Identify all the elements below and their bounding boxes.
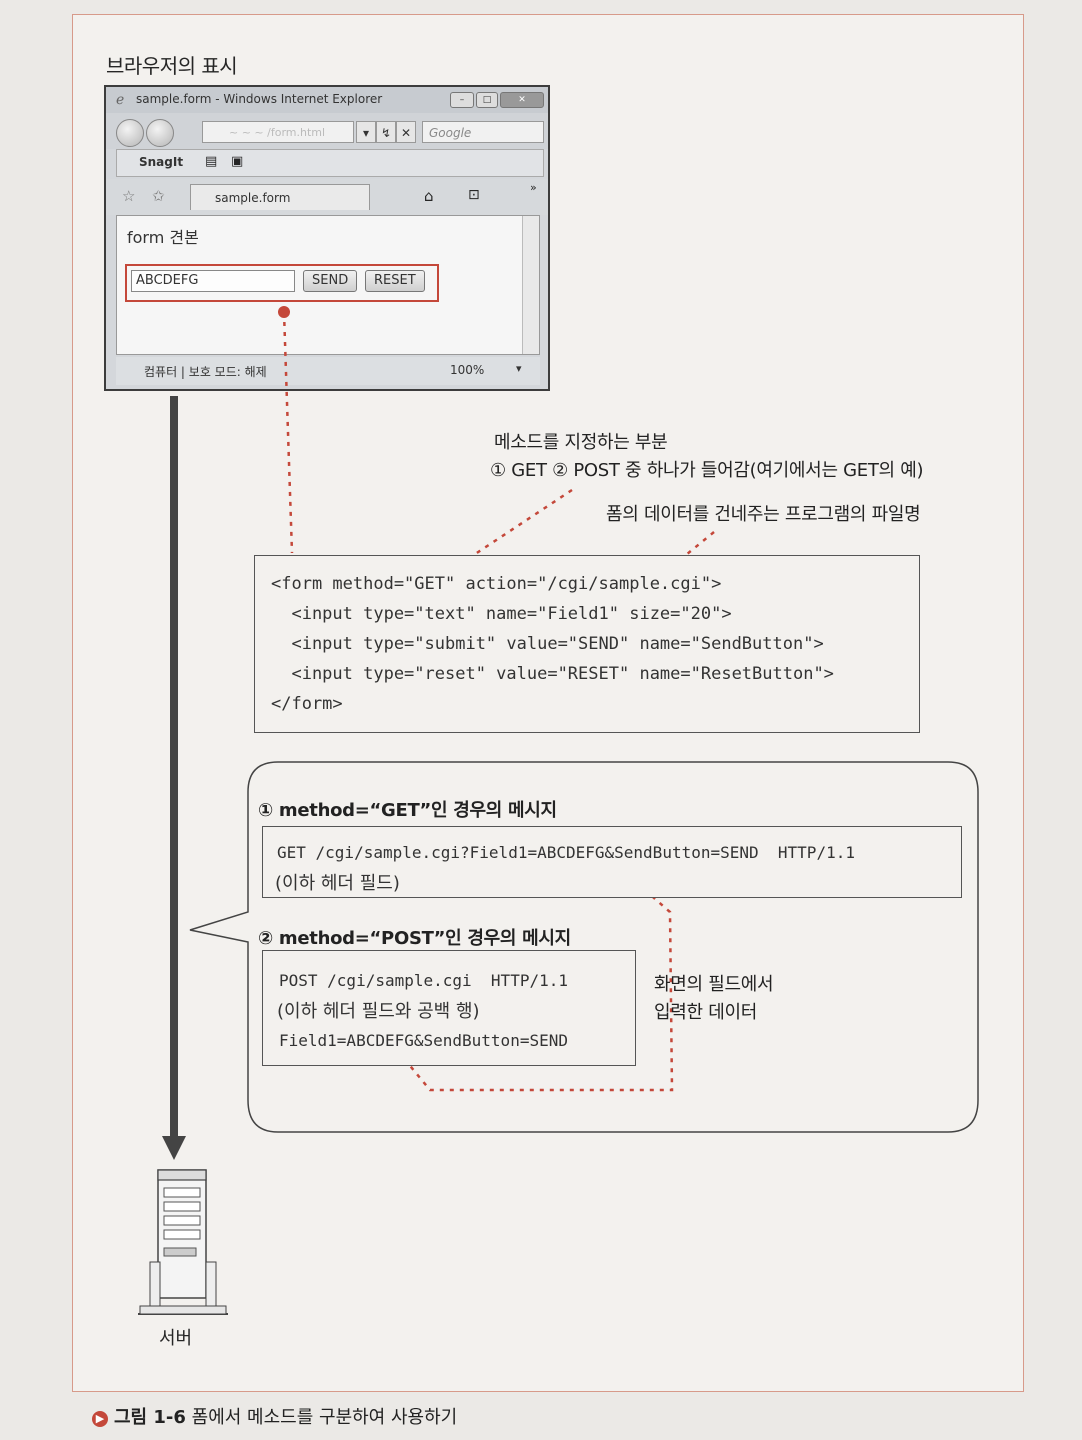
code-line: <input type="reset" value="RESET" name="… xyxy=(271,664,834,684)
code-line: <input type="text" name="Field1" size="2… xyxy=(271,604,732,624)
post-message-box: POST /cgi/sample.cgi HTTP/1.1 (이하 헤더 필드와… xyxy=(262,950,636,1066)
zoom-dropdown-icon[interactable]: ▾ xyxy=(516,362,522,375)
method-leader xyxy=(453,488,573,570)
chevron-down-icon[interactable]: ▾ xyxy=(356,121,376,143)
figure-caption: ▶ 그림 1-6 폼에서 메소드를 구분하여 사용하기 xyxy=(92,1403,457,1429)
tab-row: ☆ ✩ sample.form ⌂ ⊡ » xyxy=(106,179,548,215)
forward-icon[interactable] xyxy=(146,119,174,147)
address-bar[interactable]: ~ ~ ~ /form.html xyxy=(202,121,354,143)
get-request-line: GET /cgi/sample.cgi?Field1=ABCDEFG&SendB… xyxy=(277,843,855,862)
html-code-box: <form method="GET" action="/cgi/sample.c… xyxy=(254,555,920,733)
close-icon[interactable]: ✕ xyxy=(500,92,544,108)
maximize-icon[interactable]: □ xyxy=(476,92,498,108)
send-button[interactable]: SEND xyxy=(303,270,358,292)
navigation-row: ~ ~ ~ /form.html ▾ ↯ ✕ Google xyxy=(106,113,548,149)
stop-icon[interactable]: ✕ xyxy=(396,121,416,143)
action-note: 폼의 데이터를 건네주는 프로그램의 파일명 xyxy=(606,504,921,525)
method-note-line2: ① GET ② POST 중 하나가 들어감(여기에서는 GET의 예) xyxy=(490,460,924,481)
add-favorite-icon[interactable]: ✩ xyxy=(152,187,165,205)
tab-sample-form[interactable]: sample.form xyxy=(190,184,370,210)
refresh-icon[interactable]: ↯ xyxy=(376,121,396,143)
field-note-line2: 입력한 데이터 xyxy=(654,1002,757,1023)
form-highlight: ABCDEFG SEND RESET xyxy=(125,264,439,302)
minimize-icon[interactable]: – xyxy=(450,92,474,108)
field1-input[interactable]: ABCDEFG xyxy=(131,270,295,292)
scrollbar[interactable] xyxy=(522,216,539,354)
form-dot xyxy=(278,306,290,318)
server-icon xyxy=(138,1169,228,1315)
status-bar: 컴퓨터 | 보호 모드: 해제 100% ▾ xyxy=(116,357,540,385)
more-icon[interactable]: » xyxy=(530,181,537,194)
section-title: 브라우저의 표시 xyxy=(106,54,238,78)
home-icon[interactable]: ⌂ xyxy=(424,187,434,205)
browser-window: ℯ sample.form - Windows Internet Explore… xyxy=(104,85,550,391)
capture-icon[interactable]: ▤ xyxy=(205,154,218,169)
server-label: 서버 xyxy=(159,1328,193,1349)
post-body-line: Field1=ABCDEFG&SendButton=SEND xyxy=(279,1031,568,1050)
snagit-button[interactable]: SnagIt xyxy=(139,155,184,169)
status-text: 컴퓨터 | 보호 모드: 해제 xyxy=(144,365,267,379)
form-leader xyxy=(282,311,294,554)
flow-arrow-head xyxy=(162,1136,186,1160)
window-capture-icon[interactable]: ▣ xyxy=(231,154,244,169)
figure-number: 그림 1-6 xyxy=(114,1407,186,1428)
code-line: </form> xyxy=(271,694,343,714)
field-data-leader xyxy=(401,869,674,1092)
caption-text: 폼에서 메소드를 구분하여 사용하기 xyxy=(191,1407,458,1428)
get-header-note: (이하 헤더 필드) xyxy=(275,873,400,894)
window-title: sample.form - Windows Internet Explorer xyxy=(136,92,383,106)
code-line: <input type="submit" value="SEND" name="… xyxy=(271,634,824,654)
get-message-box: GET /cgi/sample.cgi?Field1=ABCDEFG&SendB… xyxy=(262,826,962,898)
page-content: form 견본 ABCDEFG SEND RESET xyxy=(116,215,540,355)
field-note-line1: 화면의 필드에서 xyxy=(654,974,774,995)
feed-icon[interactable]: ⊡ xyxy=(468,187,480,203)
browser-titlebar: ℯ sample.form - Windows Internet Explore… xyxy=(106,87,548,113)
message-bubble xyxy=(189,761,979,1133)
favorites-star-icon[interactable]: ☆ xyxy=(122,187,136,205)
post-request-line: POST /cgi/sample.cgi HTTP/1.1 xyxy=(279,971,568,990)
reset-button[interactable]: RESET xyxy=(365,270,425,292)
page-heading: form 견본 xyxy=(127,228,199,247)
ie-logo-icon: ℯ xyxy=(116,92,125,108)
post-case-title: ② method=“POST”인 경우의 메시지 xyxy=(258,928,571,949)
search-input[interactable]: Google xyxy=(422,121,544,143)
method-note-line1: 메소드를 지정하는 부분 xyxy=(494,432,668,453)
code-line: <form method="GET" action="/cgi/sample.c… xyxy=(271,574,722,594)
post-header-note: (이하 헤더 필드와 공백 행) xyxy=(277,1001,480,1022)
caption-arrow-icon: ▶ xyxy=(92,1411,108,1427)
zoom-level[interactable]: 100% xyxy=(450,363,485,377)
get-case-title: ① method=“GET”인 경우의 메시지 xyxy=(258,800,557,821)
snagit-toolbar: SnagIt ▤ ▣ xyxy=(116,149,544,177)
back-icon[interactable] xyxy=(116,119,144,147)
